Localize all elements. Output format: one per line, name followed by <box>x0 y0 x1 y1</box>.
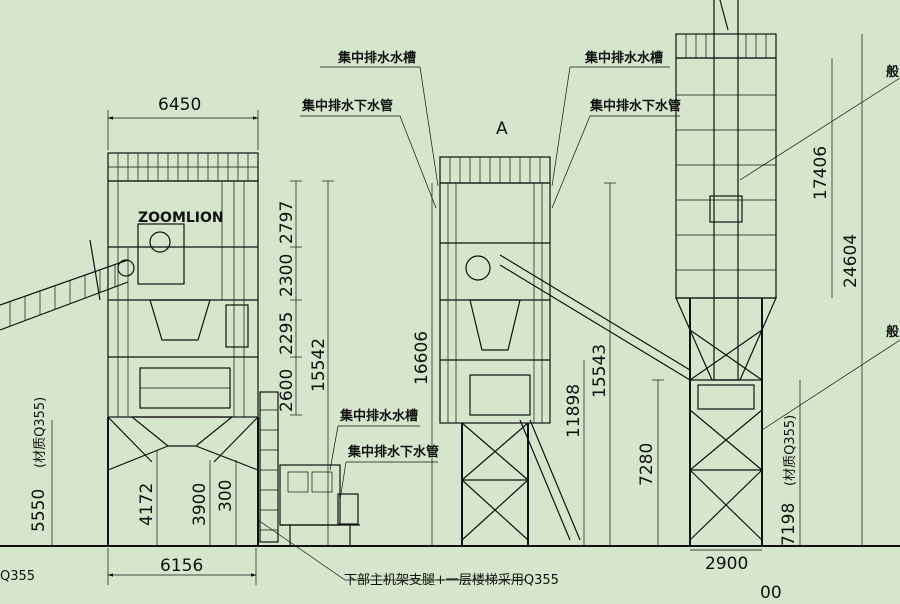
batcher-hopper-left <box>137 223 185 285</box>
stair-middle <box>519 419 571 541</box>
mixer-middle <box>469 374 531 416</box>
mixer-hopper-left <box>149 299 211 341</box>
dim-tower-h1: 2797 <box>277 201 297 244</box>
brand-logo-text: ZOOMLION <box>138 210 224 226</box>
note-water-trough-lower: 集中排水水槽 <box>339 408 418 424</box>
dimension-lines <box>51 34 863 585</box>
dim-silo-leg: 7280 <box>637 443 657 486</box>
dim-tower-h4: 2600 <box>277 369 297 412</box>
dim-tower-h3: 2295 <box>277 312 297 355</box>
cement-silo <box>675 0 777 546</box>
dim-silo-base-width: 2900 <box>705 554 748 574</box>
dim-left-leg-height: 5550 <box>29 489 49 532</box>
note-bottom-frame: 下部主机架支腿+一层楼梯采用Q355 <box>344 573 559 588</box>
dim-leg-b: 3900 <box>190 483 210 526</box>
dim-leg-a: 4172 <box>137 483 157 526</box>
note-drain-pipe-right: 集中排水下水管 <box>589 98 681 114</box>
silo-leg-material: (材质Q355) <box>783 415 798 486</box>
dim-middle-b: 11898 <box>564 384 584 438</box>
note-right-partial-top: 般 <box>886 64 899 80</box>
leader-lines <box>257 66 900 581</box>
dim-middle-c: 15543 <box>590 344 610 398</box>
dim-middle-height: 16606 <box>412 331 432 385</box>
note-drain-pipe-left: 集中排水下水管 <box>301 98 393 114</box>
tower-cladding-middle <box>447 183 543 423</box>
dim-left-top-width: 6450 <box>158 95 201 115</box>
note-water-trough-left: 集中排水水槽 <box>337 50 416 66</box>
dim-tower-h2: 2300 <box>277 254 297 297</box>
incline-conveyor-left <box>0 239 135 331</box>
roof-railing-middle <box>449 157 541 183</box>
screw-conveyor <box>499 254 691 371</box>
left-edge-material: Q355 <box>0 569 35 584</box>
dim-silo-leg-b: 7198 <box>779 503 799 546</box>
note-water-trough-right: 集中排水水槽 <box>584 50 663 66</box>
control-room <box>279 464 360 546</box>
silo-railing <box>685 34 767 58</box>
dim-leg-c: 300 <box>216 480 236 512</box>
stair-left-tower <box>259 391 279 543</box>
discharge-funnel-left <box>130 416 234 447</box>
dim-silo-partial: 00 <box>760 583 782 600</box>
dim-left-bottom-width: 6156 <box>160 556 203 576</box>
left-leg-material: (材质Q355) <box>33 397 48 468</box>
dim-silo-height: 17406 <box>811 146 831 200</box>
dim-silo-total: 24604 <box>841 234 861 288</box>
dim-tower-total: 15542 <box>309 338 329 392</box>
silo-ladder <box>709 0 743 380</box>
note-drain-pipe-lower: 集中排水下水管 <box>347 444 439 460</box>
left-mixing-tower: ZOOMLION <box>0 152 279 546</box>
note-right-partial-bottom: 般 <box>886 324 899 340</box>
view-label: A <box>496 119 508 139</box>
roof-railing-left <box>108 153 258 181</box>
middle-tower: A <box>439 119 691 546</box>
